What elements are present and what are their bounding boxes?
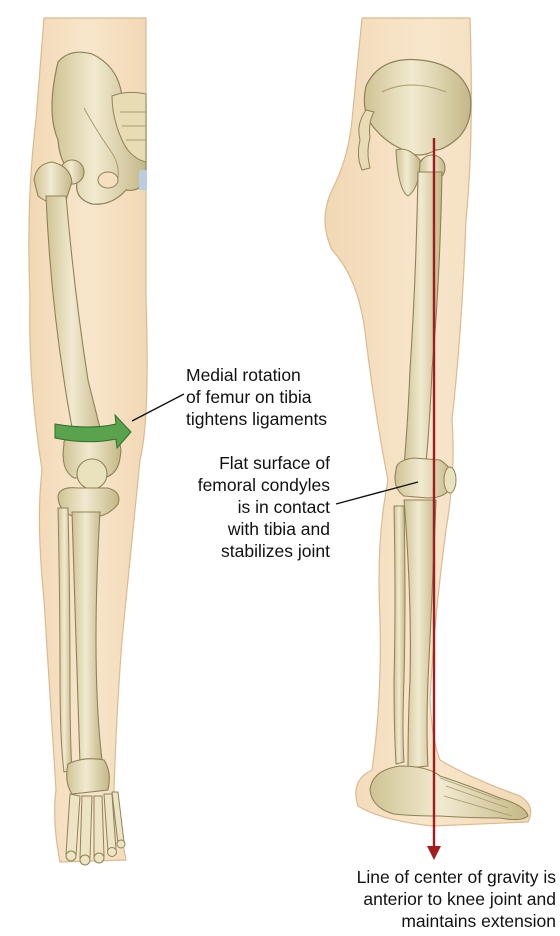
lateral-tibia-shaft (403, 499, 437, 769)
flat-surface-label: Flat surface of femoral condyles is in c… (168, 452, 330, 562)
lateral-view-leg (324, 17, 532, 860)
medial-rotation-line-2: of femur on tibia (186, 387, 312, 407)
flat-surface-line-5: stabilizes joint (221, 541, 330, 561)
gravity-arrowhead (427, 846, 441, 860)
medial-rotation-leader-line (131, 393, 185, 422)
flat-surface-line-3: is in contact (237, 497, 330, 517)
flat-surface-line-2: femoral condyles (197, 475, 330, 495)
lateral-hip-bone (363, 58, 472, 156)
gravity-label-line-3: maintains extension (401, 911, 556, 931)
lateral-ischium (395, 148, 421, 197)
medial-rotation-line-1: Medial rotation (186, 365, 301, 385)
rotation-arrow (54, 413, 132, 450)
lateral-fibula-shaft (393, 505, 406, 765)
gravity-line-label: Line of center of gravity is anterior to… (306, 866, 556, 932)
lateral-patella (443, 466, 457, 494)
flat-surface-line-4: with tibia and (227, 519, 330, 539)
flat-surface-line-1: Flat surface of (219, 453, 330, 473)
front-foot-toes (65, 791, 126, 866)
front-ankle-bones (66, 758, 110, 795)
lateral-foot-bones (369, 765, 529, 821)
front-view-leg (28, 17, 185, 866)
front-sacrum-bone (111, 91, 147, 163)
flat-surface-leader-line (335, 481, 419, 505)
obturator-foramen (97, 171, 119, 189)
gravity-label-line-2: anterior to knee joint and (363, 889, 556, 909)
pubic-symphysis (139, 170, 147, 190)
gravity-label-line-1: Line of center of gravity is (356, 867, 556, 887)
front-patella (76, 458, 108, 490)
lateral-sacrum-coccyx (357, 109, 375, 171)
medial-rotation-label: Medial rotation of femur on tibia tighte… (186, 364, 327, 430)
medial-rotation-line-3: tightens ligaments (186, 409, 328, 429)
